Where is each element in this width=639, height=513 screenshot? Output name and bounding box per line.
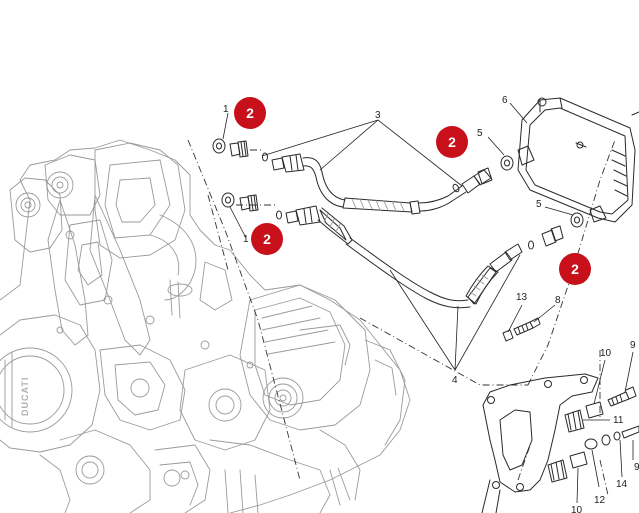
callout-4: 4 (452, 375, 458, 386)
badge-2-top: 2 (234, 97, 266, 129)
leader-lines (222, 102, 634, 504)
bracket-hardware (502, 317, 639, 483)
callout-6: 6 (502, 95, 508, 106)
callout-3: 3 (375, 110, 381, 121)
oil-cooler (517, 97, 639, 223)
upper-oil-hose (262, 152, 492, 215)
callout-11: 11 (613, 415, 624, 426)
badge-2-left: 2 (251, 223, 283, 255)
badge-circle (559, 253, 591, 285)
badge-label: 2 (246, 105, 254, 121)
ducati-wordmark: DUCATI (20, 377, 30, 416)
mounting-bracket (481, 373, 599, 513)
callout-9: 9 (630, 340, 636, 351)
badge-2-upper-right: 2 (436, 126, 468, 158)
badge-label: 2 (263, 231, 271, 247)
callout-13: 13 (516, 292, 528, 303)
badge-circle (234, 97, 266, 129)
loose-fittings (212, 138, 584, 247)
callout-14: 14 (616, 479, 628, 490)
callout-1-lower: 1 (243, 234, 249, 245)
engine-illustration: DUCATI (0, 139, 411, 513)
callout-1-upper: 1 (223, 104, 229, 115)
callout-10-upper: 10 (600, 348, 612, 359)
callout-12: 12 (594, 495, 606, 506)
badge-2-lower-right: 2 (559, 253, 591, 285)
callout-8: 8 (555, 295, 561, 306)
alignment-lines (187, 139, 616, 496)
callout-10-lower: 10 (571, 505, 583, 513)
badge-circle (251, 223, 283, 255)
callout-9-lower-partial: 9 (634, 462, 639, 473)
badge-label: 2 (571, 261, 579, 277)
callout-5-upper: 5 (477, 128, 483, 139)
badge-label: 2 (448, 134, 456, 150)
lower-oil-hose (276, 205, 534, 309)
callout-5-lower: 5 (536, 199, 542, 210)
callout-labels: 1 1 3 4 5 5 6 8 9 10 10 11 12 13 14 9 (223, 95, 639, 513)
badge-circle (436, 126, 468, 158)
